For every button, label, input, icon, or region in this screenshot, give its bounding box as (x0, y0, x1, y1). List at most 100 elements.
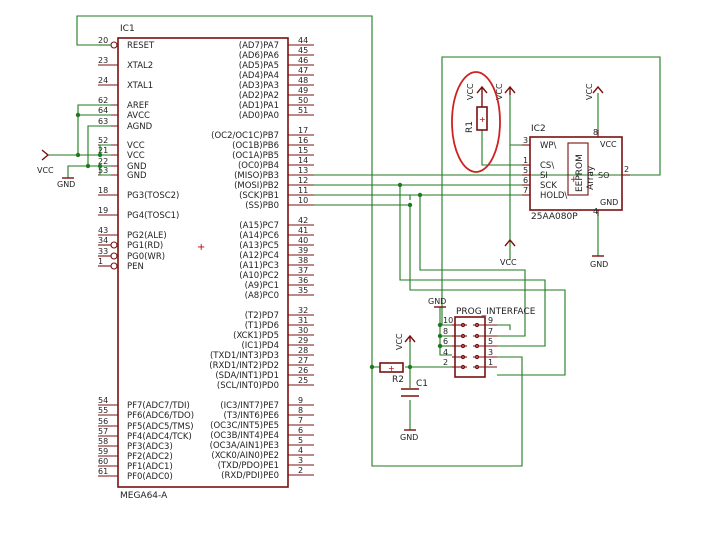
ic1-right-pin: 17(OC2/OC1C)PB7 (211, 126, 314, 141)
ic1-left-pin-name: PEN (127, 262, 144, 272)
ic1-right-pin-name: (A12)PC4 (239, 251, 279, 261)
ic1-right-pin-name: (OC1A)PB5 (232, 151, 279, 161)
wire-sck-down (419, 195, 526, 337)
ic1-right-pin-num: 27 (298, 356, 308, 365)
ic1-right-pin-num: 4 (298, 446, 303, 455)
ic1-right-pin-name: (TXD1/INT3)PD3 (210, 351, 279, 361)
ic1-right-pin-num: 36 (298, 276, 308, 285)
ic1-right-pin: 2(RXD/PDI)PE0 (221, 466, 314, 481)
junction-prog-gnd (437, 322, 443, 328)
r1-body (476, 106, 488, 131)
wire-miso (314, 56, 661, 326)
wire-prog-vcc (497, 324, 511, 330)
ic1-right-pin: 7(OC3C/INT5)PE5 (210, 416, 314, 431)
svg-text:VCC: VCC (395, 333, 404, 350)
ic1-left-pin-name: PF3(ADC3) (127, 442, 173, 452)
ic1-right-pin: 32(T2)PD7 (245, 306, 314, 321)
ic1-right-pin: 14(OC0)PB4 (238, 156, 314, 171)
ic1-right-pin: 16(OC1B)PB6 (232, 136, 314, 151)
ic1-right-pin-name: (OC3B/INT4)PE4 (210, 431, 279, 441)
ic1-left-pin-name: VCC (127, 151, 145, 161)
ic1-right-pin-num: 30 (298, 326, 308, 335)
ic1-left-pin-name: XTAL1 (127, 81, 153, 91)
prog-pin-right: 5 (473, 337, 497, 349)
ic1-left-pin-name: PF7(ADC7/TDI) (127, 401, 190, 411)
svg-text:SO: SO (598, 171, 609, 180)
ic1-right-pin: 36(A9)PC1 (245, 276, 314, 291)
wires (48, 15, 661, 467)
prog-pin-left: 6 (443, 337, 467, 349)
ic2-left-pin-name: CS\ (540, 161, 554, 171)
ic1-left-pin-name: PG0(WR) (127, 252, 165, 262)
ic1-left-pin-num: 61 (98, 467, 108, 476)
svg-text:GND: GND (590, 260, 608, 269)
svg-text:VCC: VCC (466, 83, 475, 100)
ic1-left-pin-name: PF0(ADC0) (127, 472, 173, 482)
ic1-right-pin-name: (A14)PC6 (239, 231, 279, 241)
ic1-right-pin-num: 9 (298, 396, 303, 405)
ic1-right-pin: 26(SDA/INT1)PD1 (215, 366, 314, 381)
svg-text:8: 8 (593, 128, 598, 137)
ic1-right-pin: 27(RXD1/INT2)PD2 (209, 356, 314, 371)
ic1-right-pin-num: 11 (298, 186, 308, 195)
ic1-right-pin-num: 39 (298, 246, 308, 255)
ic1-value: MEGA64-A (120, 491, 168, 501)
ic1-left-pin-name: PF6(ADC6/TDO) (127, 411, 194, 421)
ic1-right-pin: 25(SCL/INT0)PD0 (217, 376, 314, 391)
ic1-left-pin-num: 62 (98, 96, 108, 105)
ic1-ref: IC1 (120, 24, 135, 34)
junction-gnd (85, 163, 91, 169)
ic1-left-pin-name: AGND (127, 122, 153, 132)
r2-ref: R2 (392, 375, 404, 385)
ic1-left-pin-num: 34 (98, 236, 108, 245)
ic1-left-pin-name: RESET (127, 41, 155, 51)
ic1-left-pin-name: PF1(ADC1) (127, 462, 173, 472)
ic1-left-pin-name: PG4(TOSC1) (127, 211, 179, 221)
ic1-right-pin: 9(IC3/INT7)PE7 (220, 396, 314, 411)
ic1-left-pin-num: 21 (98, 146, 108, 155)
ic1-left-pin-name: AREF (127, 101, 149, 111)
ic1-right-pin-num: 46 (298, 56, 308, 65)
wire-gnd2 (99, 166, 111, 176)
ic1-right-pin-name: (OC3C/INT5)PE5 (210, 421, 279, 431)
svg-text:VCC: VCC (500, 258, 517, 267)
wire-reset (76, 15, 380, 368)
ic1-right-pin: 10(SS)PB0 (245, 196, 314, 211)
ic1-left-pin-num: 20 (98, 36, 108, 45)
ic1-right-pin-num: 10 (298, 196, 308, 205)
ic1-left-pin-name: PF2(ADC2) (127, 452, 173, 462)
vcc-symbol-hold-bottom: VCC (500, 238, 517, 267)
ic2-left-pin-name: SCK (540, 181, 557, 191)
ic1-right-pin: 3(TXD/PDO)PE1 (218, 456, 314, 471)
ic1-right-pin: 29(IC1)PD4 (241, 336, 314, 351)
ic1-right-pin-num: 12 (298, 176, 308, 185)
ic1-left-pin-num: 52 (98, 136, 108, 145)
vcc-symbol-r1: VCC (466, 83, 488, 107)
svg-text:GND: GND (600, 198, 618, 207)
ic1-left-pin-num: 54 (98, 396, 108, 405)
prog-body (454, 316, 486, 378)
ic1-left-pin-num: 23 (98, 56, 108, 65)
ic1-right-pin: 48(AD3)PA3 (239, 76, 314, 91)
ic1-right-pin-name: (A13)PC5 (239, 241, 279, 251)
wire-hold-vcc (509, 95, 522, 146)
ic1-left-pin-num: 24 (98, 76, 108, 85)
ic1-right-pin: 11(SCK)PB1 (239, 186, 314, 201)
ic1-right-pin: 4(XCK0/AIN0)PE2 (211, 446, 314, 461)
ic1-left-pin-num: 18 (98, 186, 108, 195)
prog-pin-num: 3 (488, 348, 493, 357)
svg-text:VCC: VCC (585, 83, 594, 100)
